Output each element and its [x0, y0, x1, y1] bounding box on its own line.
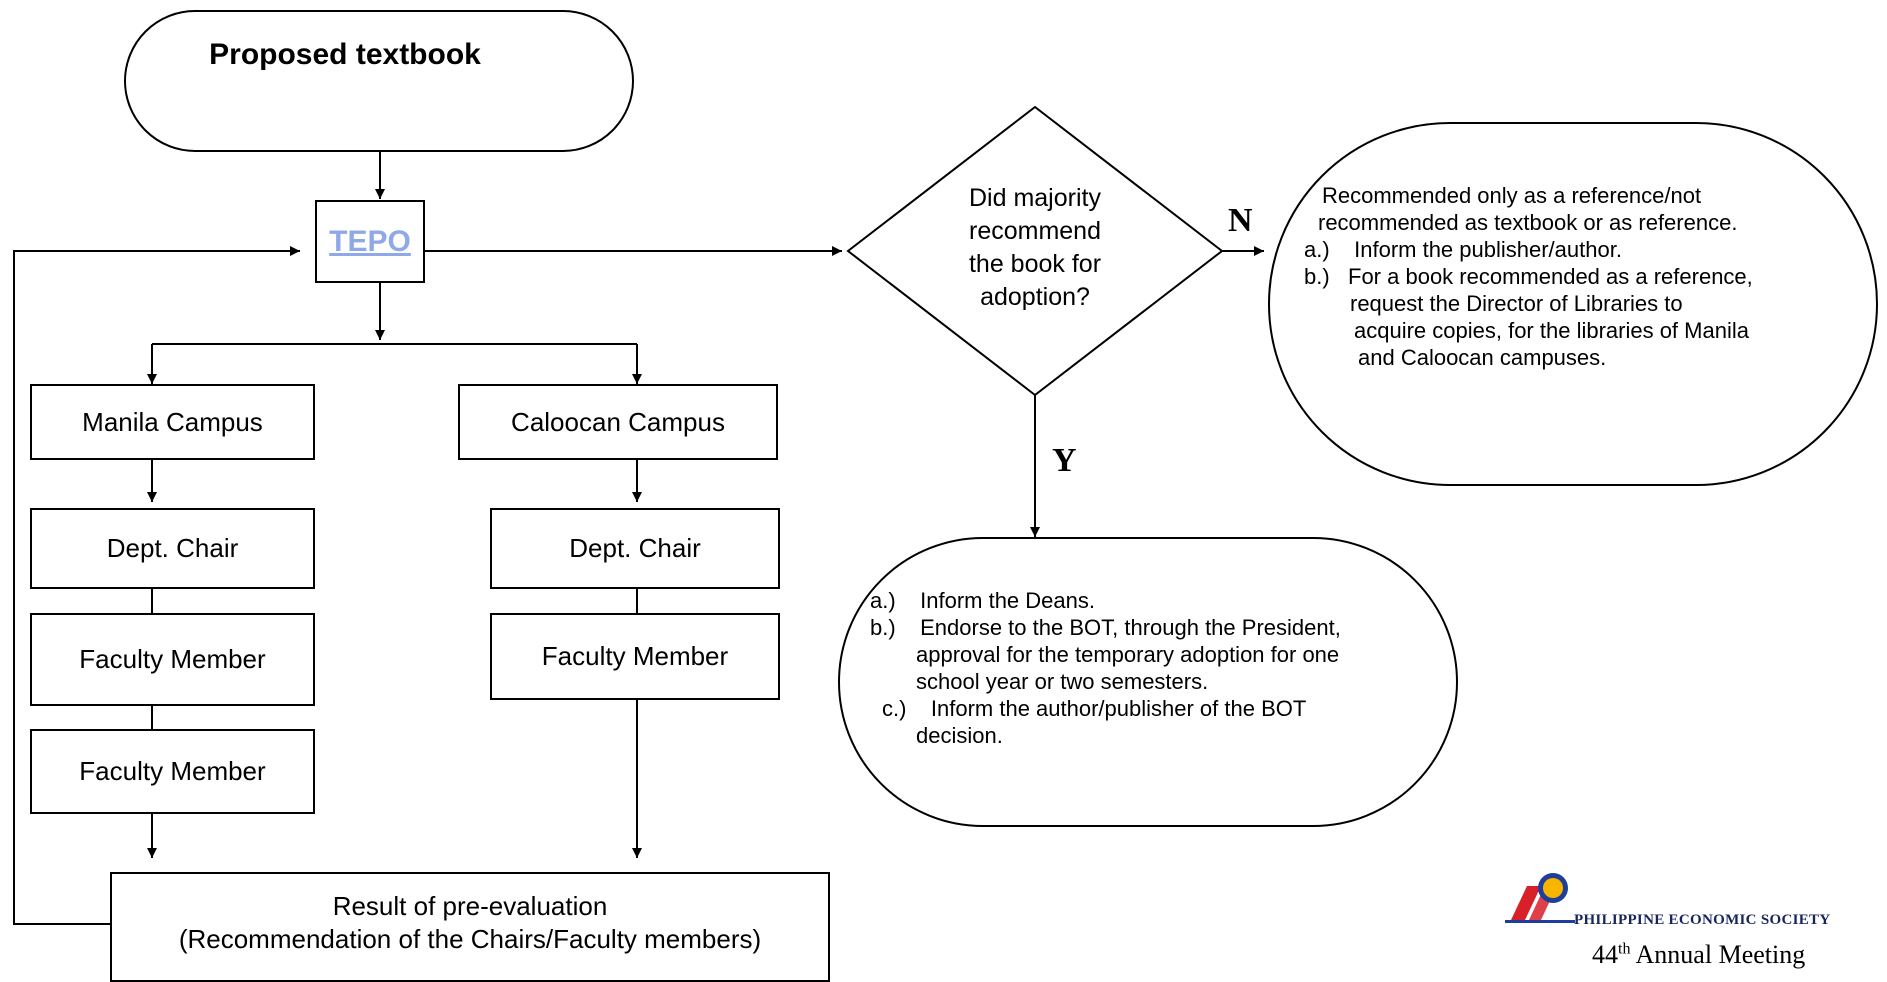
decision-line-1: Did majority — [969, 184, 1101, 212]
meeting-text: Annual Meeting — [1635, 940, 1806, 969]
yes-outcome-terminal — [838, 537, 1458, 827]
meeting-suffix: th — [1618, 940, 1631, 958]
yes-label: Y — [1052, 442, 1077, 479]
result-line-2: (Recommendation of the Chairs/Faculty me… — [178, 924, 762, 954]
manila-campus-box: Manila Campus — [30, 384, 315, 460]
logo-wordmark: PHILIPPINE ECONOMIC SOCIETY — [1574, 912, 1831, 928]
start-terminal — [124, 10, 634, 152]
meeting-number: 44 — [1592, 940, 1618, 969]
decision-line-4: adoption? — [980, 283, 1090, 311]
caloocan-campus-box: Caloocan Campus — [458, 384, 778, 460]
no-outcome-line-2: recommended as textbook or as reference. — [1318, 210, 1738, 235]
decision-line-2: recommend — [969, 217, 1101, 245]
result-box: Result of pre-evaluation (Recommendation… — [110, 872, 830, 982]
feedback-loop — [13, 246, 300, 925]
result-line-1: Result of pre-evaluation — [332, 891, 608, 921]
no-outcome-line-3: a.) Inform the publisher/author. — [1304, 237, 1622, 262]
decision-line-3: the book for — [968, 250, 1102, 278]
no-outcome-line-6: acquire copies, for the libraries of Man… — [1354, 318, 1749, 343]
tepo-box: TEPO — [315, 200, 425, 283]
no-outcome-terminal — [1268, 122, 1878, 486]
no-outcome-line-4: b.) For a book recommended as a referenc… — [1304, 264, 1753, 289]
philippine-economic-society-logo-icon — [1505, 873, 1575, 923]
decision-diamond — [846, 105, 1224, 397]
no-outcome-line-7: and Caloocan campuses. — [1358, 345, 1607, 370]
tepo-link[interactable]: TEPO — [329, 224, 411, 258]
yes-outcome-line-3: approval for the temporary adoption for … — [916, 642, 1340, 667]
caloocan-dept-chair-box: Dept. Chair — [490, 508, 780, 589]
no-outcome-line-5: request the Director of Libraries to — [1350, 291, 1683, 316]
no-label: N — [1228, 202, 1253, 239]
manila-faculty-member-box-2: Faculty Member — [30, 729, 315, 814]
start-label: Proposed textbook — [209, 38, 481, 71]
manila-dept-chair-box: Dept. Chair — [30, 508, 315, 589]
annual-meeting-label: 44th Annual Meeting — [1592, 940, 1805, 970]
yes-outcome-line-2: b.) Endorse to the BOT, through the Pres… — [870, 615, 1341, 640]
yes-outcome-line-5: c.) Inform the author/publisher of the B… — [882, 696, 1307, 721]
no-outcome-line-1: Recommended only as a reference/not — [1322, 183, 1702, 208]
decision-question: Did majority recommend the book for adop… — [930, 182, 1140, 314]
yes-outcome-line-4: school year or two semesters. — [916, 669, 1209, 694]
caloocan-faculty-member-box: Faculty Member — [490, 613, 780, 700]
yes-outcome-line-1: a.) Inform the Deans. — [870, 588, 1095, 613]
yes-outcome-line-6: decision. — [916, 723, 1003, 748]
manila-faculty-member-box-1: Faculty Member — [30, 613, 315, 706]
